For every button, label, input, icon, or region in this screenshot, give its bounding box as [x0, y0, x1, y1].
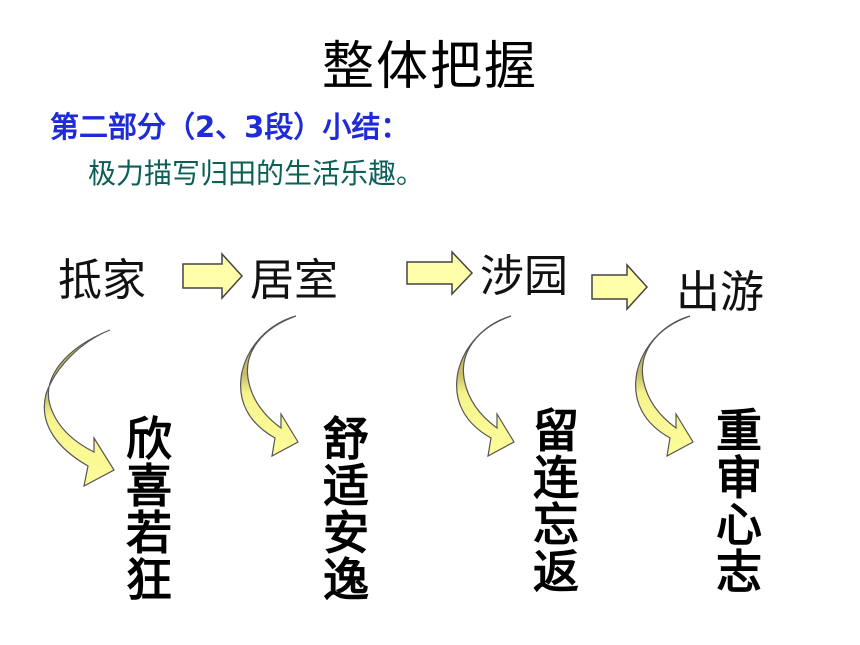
step-label-4: 出游 — [676, 267, 764, 318]
section-label: 第二部分（2、3段）小结： — [50, 110, 410, 144]
curved-arrow-1 — [43, 329, 115, 488]
flow-arrow-1 — [182, 252, 244, 300]
step-label-3: 涉园 — [480, 251, 568, 302]
curved-arrow-3 — [456, 315, 515, 458]
step-label-2: 居室 — [250, 255, 338, 306]
page-title: 整体把握 — [321, 37, 538, 97]
flow-arrow-3 — [591, 263, 649, 311]
curved-arrow-2 — [240, 315, 299, 458]
step-feeling-4: 重审心志 — [716, 404, 762, 599]
curved-arrow-4 — [635, 315, 694, 458]
step-feeling-2: 舒适安逸 — [323, 412, 369, 607]
section-summary: 极力描写归田的生活乐趣。 — [88, 157, 425, 190]
step-feeling-1: 欣喜若狂 — [126, 412, 172, 607]
step-label-1: 抵家 — [58, 255, 146, 306]
flow-arrow-2 — [406, 250, 474, 296]
step-feeling-3: 留连忘返 — [533, 404, 579, 599]
